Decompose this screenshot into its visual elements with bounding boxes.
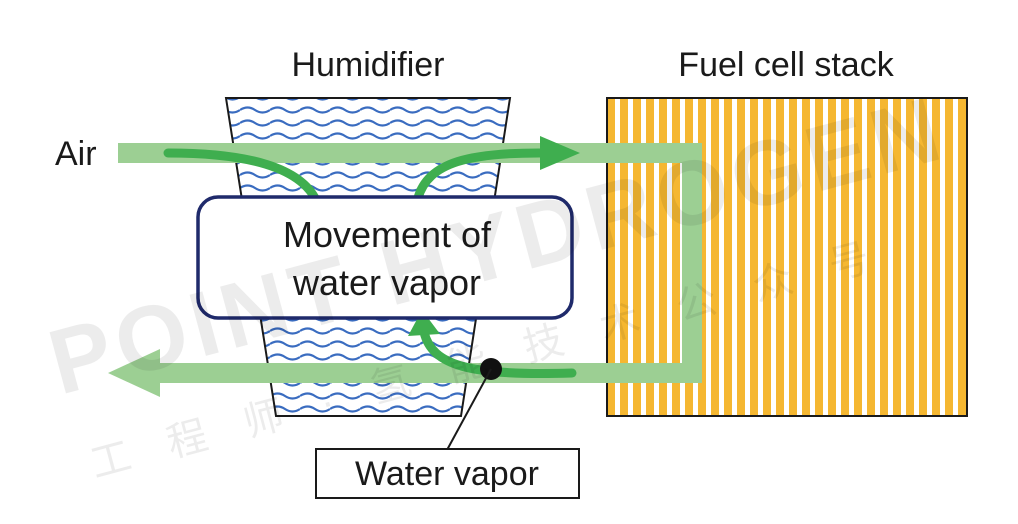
stack-exhaust-to-box-arrow-head [408, 310, 440, 336]
air-label: Air [55, 135, 97, 173]
exhaust-arrow-head [108, 349, 160, 397]
movement-text-line1: Movement of [283, 214, 492, 255]
water-vapor-callout-box [315, 448, 580, 499]
inlet-to-box-arrow [163, 148, 321, 205]
movement-box [196, 195, 574, 320]
box-to-stack-arrow-head [540, 136, 580, 170]
movement-text-line2: water vapor [292, 262, 481, 303]
stack-exhaust-to-box-arrow [419, 327, 577, 378]
water-vapor-label: Water vapor [355, 455, 539, 493]
humidifier-label: Humidifier [291, 46, 444, 84]
air-flow-path [118, 143, 702, 383]
water-vapor-leader-line [446, 368, 492, 451]
box-to-stack-arrow [413, 148, 553, 203]
fuel-cell-stack-label: Fuel cell stack [678, 46, 894, 84]
